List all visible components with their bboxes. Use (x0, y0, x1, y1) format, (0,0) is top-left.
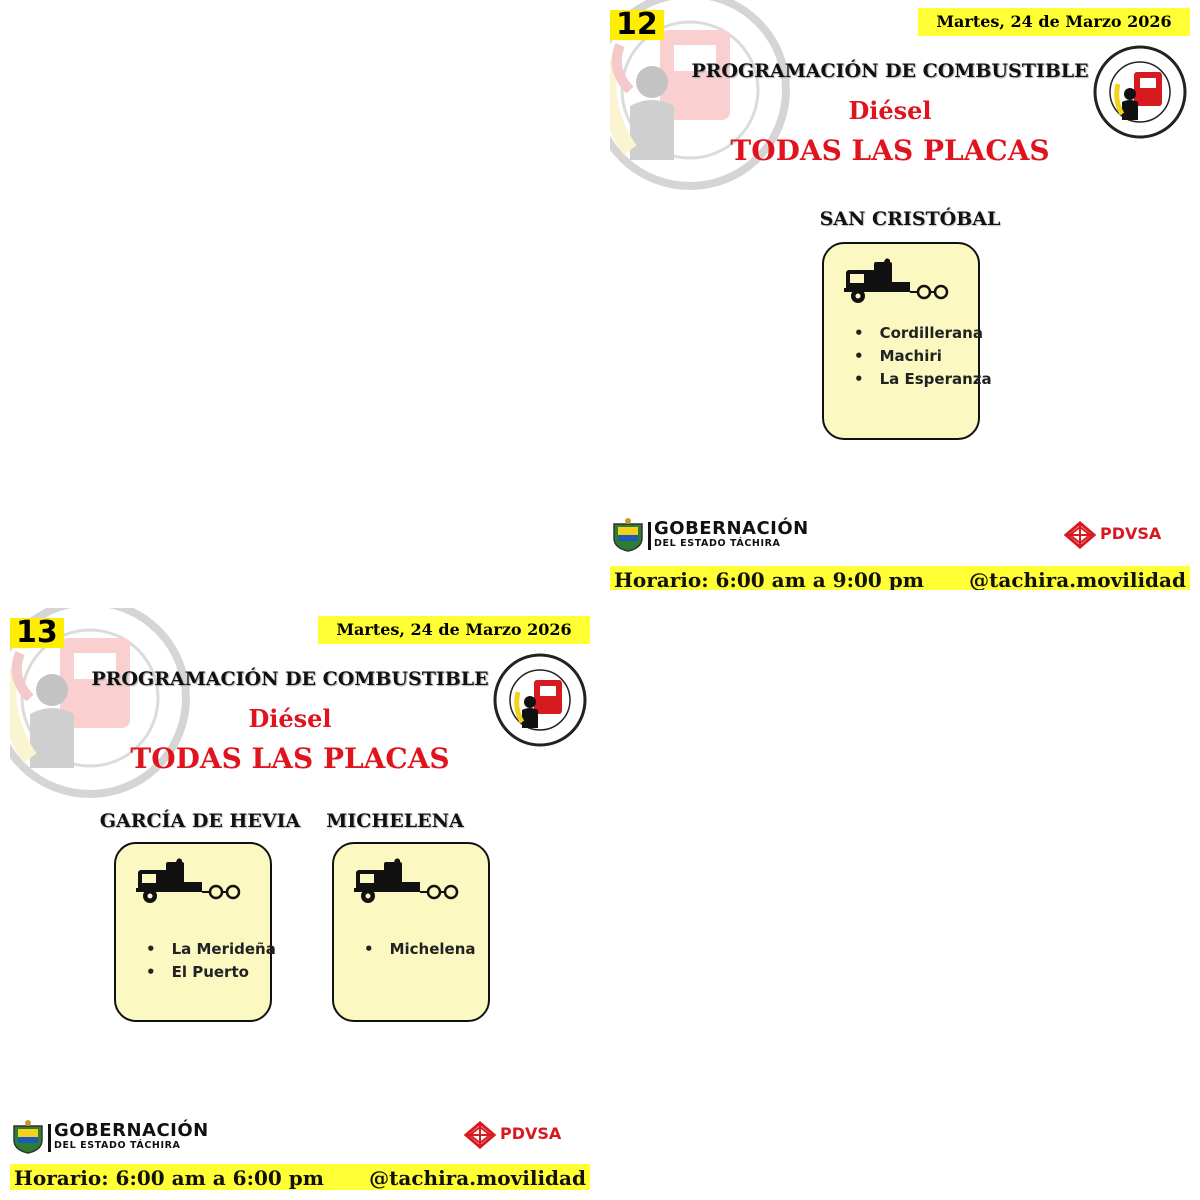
list-item: Michelena (364, 938, 476, 961)
pdvsa-logo-icon (462, 1120, 498, 1150)
date-banner: Martes, 24 de Marzo 2026 (318, 616, 590, 644)
tractor-truck-icon (354, 858, 464, 906)
gov-subtitle: DEL ESTADO TÁCHIRA (54, 1140, 181, 1151)
pdvsa-logo: PDVSA (1062, 520, 1186, 550)
page-number: 13 (10, 618, 64, 648)
gobernacion-logo: GOBERNACIÓN DEL ESTADO TÁCHIRA (610, 518, 820, 554)
brand-name: PDVSA (1100, 524, 1162, 543)
social-handle: @tachira.movilidad (369, 1166, 586, 1190)
pdvsa-logo: PDVSA (462, 1120, 586, 1150)
station-list: La Merideña El Puerto (124, 938, 276, 984)
date-banner: Martes, 24 de Marzo 2026 (918, 8, 1190, 36)
station-card: Michelena (332, 842, 490, 1022)
list-item: Machiri (854, 345, 992, 368)
region-title: MICHELENA (326, 810, 464, 832)
footer-bar: Horario: 6:00 am a 6:00 pm @tachira.movi… (10, 1164, 590, 1190)
list-item: El Puerto (146, 961, 276, 984)
gov-name: GOBERNACIÓN (54, 1120, 209, 1141)
list-item: La Merideña (146, 938, 276, 961)
logo-divider (48, 1124, 51, 1152)
page-number: 12 (610, 10, 664, 40)
tractor-truck-icon (136, 858, 246, 906)
movilidad-seal-icon (1092, 44, 1188, 140)
fuel-type: Diésel (248, 704, 332, 733)
tachira-coat-of-arms-icon (10, 1120, 46, 1154)
pdvsa-logo-icon (1062, 520, 1098, 550)
region-title: GARCÍA DE HEVIA (99, 810, 301, 832)
list-item: Cordillerana (854, 322, 992, 345)
logo-divider (648, 522, 651, 550)
list-item: La Esperanza (854, 368, 992, 391)
program-title: PROGRAMACIÓN DE COMBUSTIBLE (691, 60, 1089, 82)
fuel-schedule-card-13: 13 Martes, 24 de Marzo 2026 PROGRAMACIÓN… (10, 608, 590, 1198)
station-list: Cordillerana Machiri La Esperanza (832, 322, 992, 391)
plates-label: TODAS LAS PLACAS (730, 134, 1050, 167)
schedule-hours: Horario: 6:00 am a 6:00 pm (14, 1166, 324, 1190)
fuel-schedule-card-12: 12 Martes, 24 de Marzo 2026 PROGRAMACIÓN… (610, 0, 1190, 590)
program-title: PROGRAMACIÓN DE COMBUSTIBLE (91, 668, 489, 690)
tachira-coat-of-arms-icon (610, 518, 646, 552)
station-card: Cordillerana Machiri La Esperanza (822, 242, 992, 440)
movilidad-seal-icon (492, 652, 588, 748)
brand-name: PDVSA (500, 1124, 562, 1143)
fuel-type: Diésel (848, 96, 932, 125)
gov-name: GOBERNACIÓN (654, 518, 809, 539)
station-card: La Merideña El Puerto (114, 842, 276, 1022)
schedule-hours: Horario: 6:00 am a 9:00 pm (614, 568, 924, 590)
gov-subtitle: DEL ESTADO TÁCHIRA (654, 538, 781, 549)
footer-bar: Horario: 6:00 am a 9:00 pm @tachira.movi… (610, 566, 1190, 590)
region-title: SAN CRISTÓBAL (819, 208, 1001, 230)
gobernacion-logo: GOBERNACIÓN DEL ESTADO TÁCHIRA (10, 1120, 220, 1156)
social-handle: @tachira.movilidad (969, 568, 1186, 590)
tractor-truck-icon (844, 258, 954, 306)
plates-label: TODAS LAS PLACAS (130, 742, 450, 775)
station-list: Michelena (342, 938, 476, 961)
